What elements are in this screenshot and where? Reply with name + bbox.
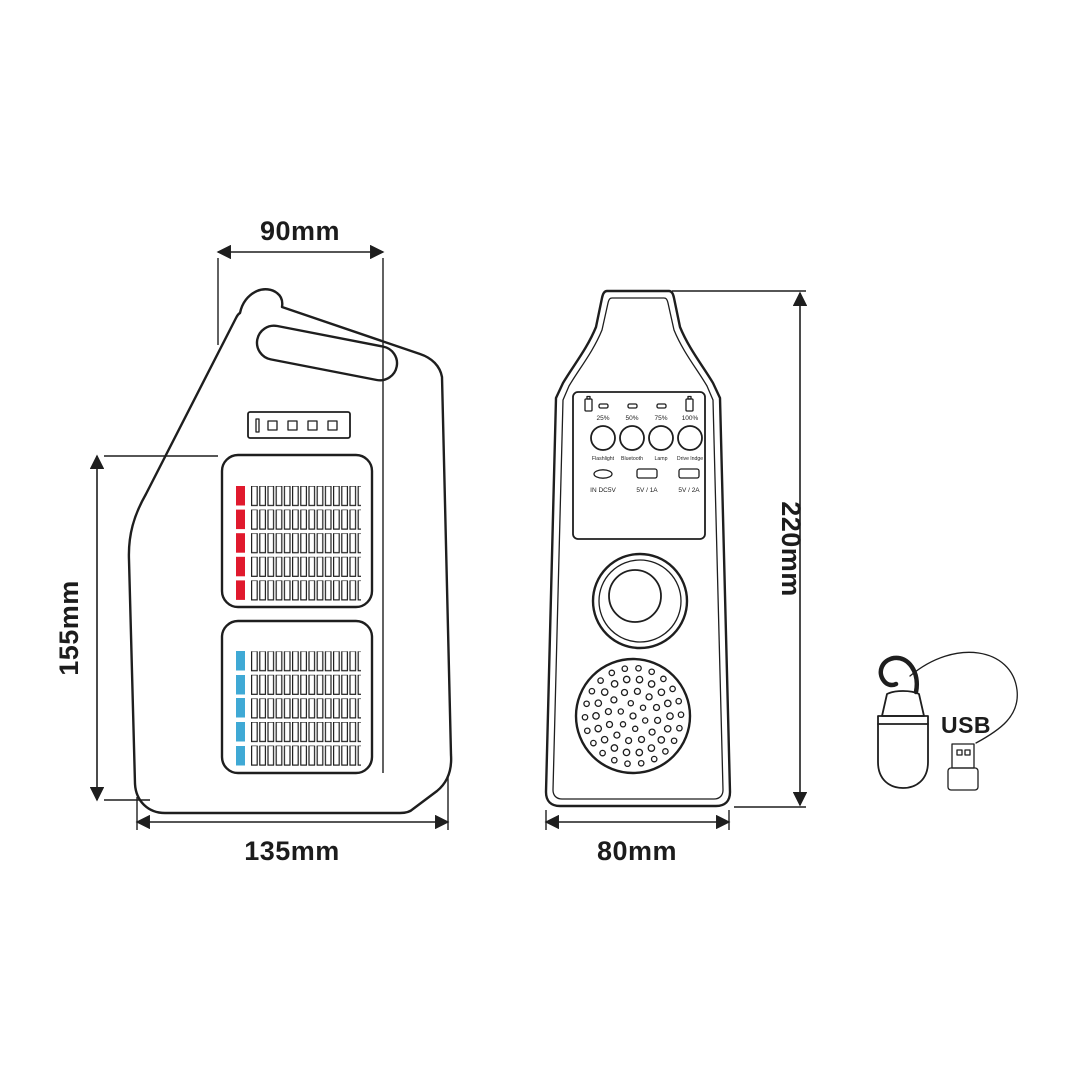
port-label-dcin: IN DC5V [590, 487, 616, 494]
control-panel [572, 391, 706, 540]
handle-hole [255, 324, 399, 382]
indicator-window [247, 411, 351, 439]
side-body-outline [127, 288, 453, 815]
mode-button [677, 425, 703, 451]
front-view [544, 289, 732, 808]
battery-level-label-75: 75% [654, 415, 667, 422]
dim-label-155mm: 155mm [54, 580, 84, 676]
led-strip-red [236, 486, 245, 600]
diagram-root: 90mm 155mm 135mm 220mm 80mm 25% 50% 75% … [54, 216, 1018, 866]
led-bar-50 [627, 403, 638, 409]
battery-indicator-row [584, 395, 694, 412]
button-label-flashlight: Flashlight [592, 456, 615, 462]
usb-port-2a [678, 468, 700, 479]
flashlight-button [590, 425, 616, 451]
usb-cable [909, 651, 1018, 744]
dim-label-90mm: 90mm [260, 216, 340, 246]
hanging-bulb-accessory [877, 651, 1018, 791]
solar-panel-bottom [220, 619, 374, 775]
ports-row [593, 468, 700, 479]
usb-plug-icon [947, 743, 979, 791]
battery-level-label-25: 25% [596, 415, 609, 422]
dimension-lines [89, 244, 808, 830]
battery-level-label-50: 50% [625, 415, 638, 422]
usb-port-1a [636, 468, 658, 479]
flashlight-lens [591, 552, 689, 650]
labels: 90mm 155mm 135mm 220mm 80mm 25% 50% 75% … [54, 216, 991, 866]
battery-level-label-100: 100% [682, 415, 699, 422]
button-label-bluetooth: Bluetooth [621, 456, 643, 462]
bulb-body [877, 690, 929, 789]
battery-icon-left [584, 395, 593, 412]
dim-label-135mm: 135mm [244, 836, 340, 866]
speaker-holes [581, 664, 685, 768]
dim-label-80mm: 80mm [597, 836, 677, 866]
button-label-mode: Drive lndge [677, 456, 703, 462]
side-view [127, 288, 453, 815]
led-bar-25 [598, 403, 609, 409]
hook-icon [878, 655, 920, 695]
solar-cells-top [251, 486, 361, 604]
port-label-1a: 5V / 1A [636, 487, 658, 494]
front-body-outline [544, 289, 732, 808]
port-label-2a: 5V / 2A [678, 487, 700, 494]
dim-label-220mm: 220mm [776, 501, 806, 597]
button-label-lamp: Lamp [655, 456, 668, 462]
battery-icon-right [685, 395, 694, 412]
speaker-grille [574, 657, 692, 775]
buttons-row [590, 425, 703, 451]
front-body-inner-outline [552, 297, 724, 800]
led-bar-75 [656, 403, 667, 409]
dc-in-port [593, 469, 613, 479]
usb-label: USB [941, 712, 991, 738]
solar-cells-bottom [251, 651, 361, 768]
lamp-button [648, 425, 674, 451]
solar-panel-top [220, 453, 374, 609]
led-strip-blue [236, 651, 245, 766]
bluetooth-button [619, 425, 645, 451]
